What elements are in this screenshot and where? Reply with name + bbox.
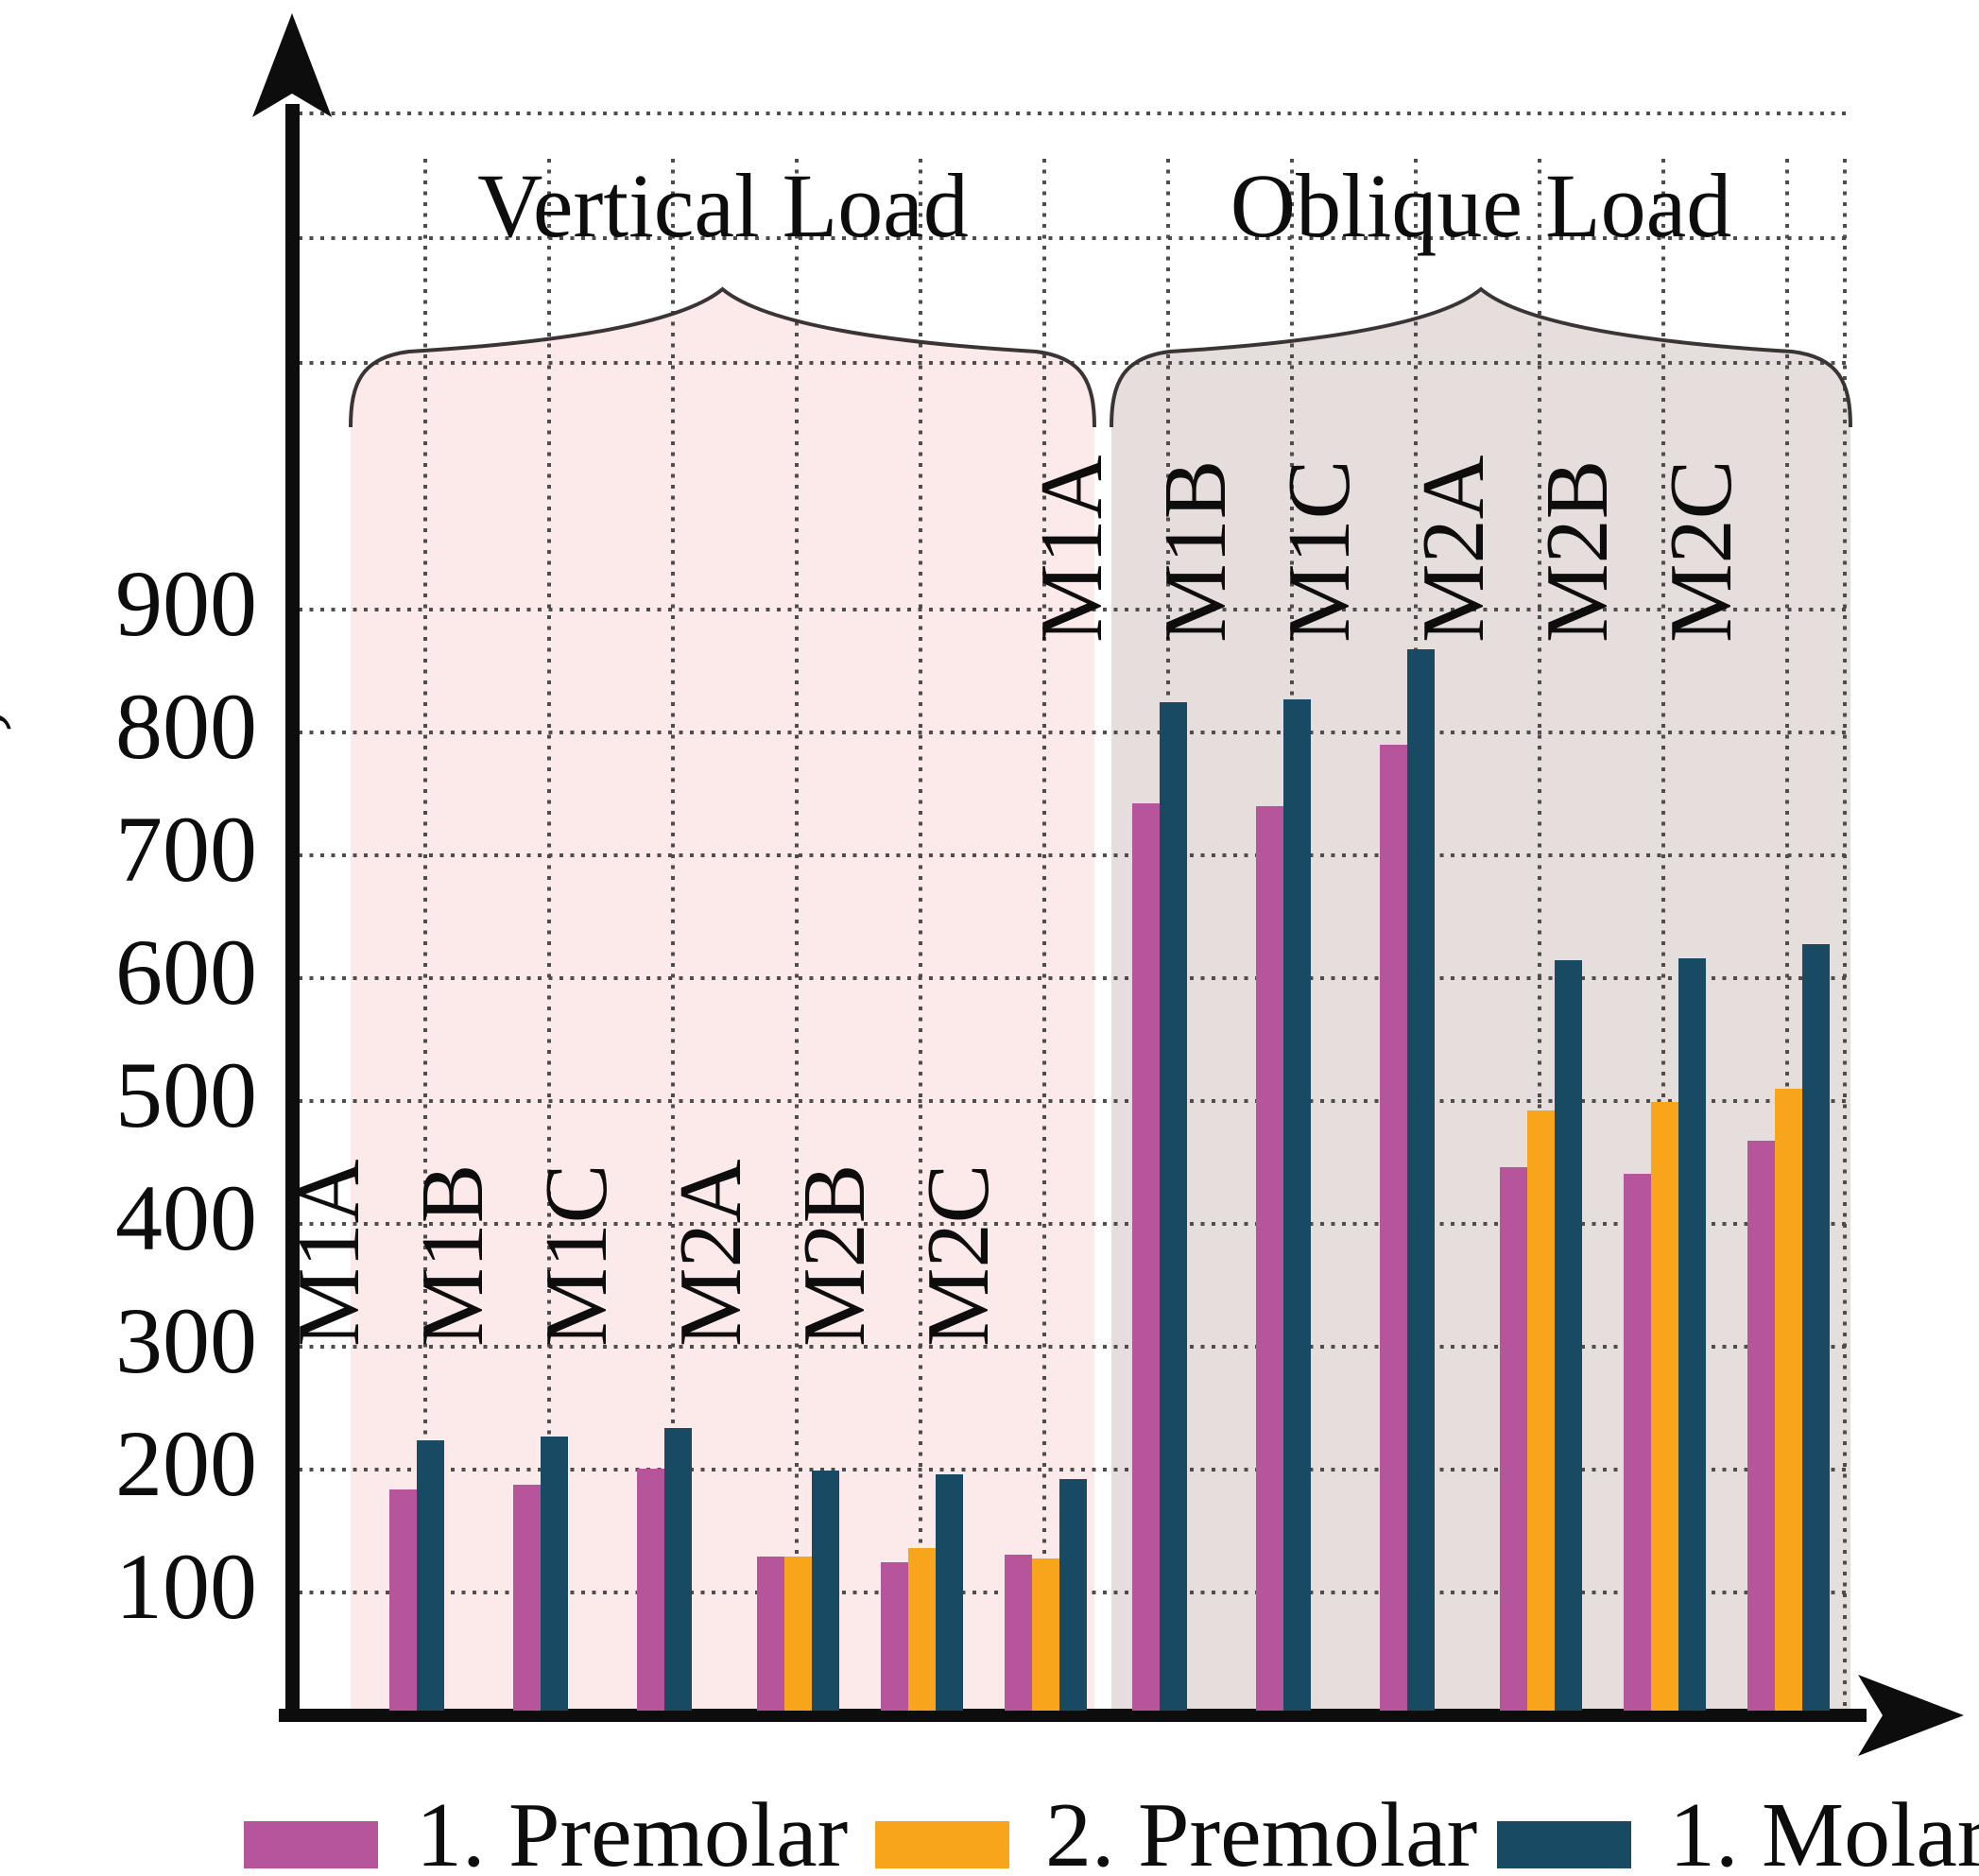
bar-1-premolar-m1c [637, 1468, 664, 1711]
bar-1-molar-m1b [541, 1436, 568, 1711]
legend-label-first-premolar: 1. Premolar [416, 1784, 849, 1876]
bar-1-molar-m1a [1160, 701, 1187, 1711]
bar-1-premolar-m1a [389, 1489, 417, 1711]
bar-2-premolar-m2b [1651, 1102, 1678, 1711]
section-label-oblique-load: Oblique Load [1230, 155, 1732, 256]
y-axis-arrow-icon [252, 13, 332, 117]
y-tick-label: 600 [115, 920, 257, 1024]
bar-1-premolar-m1b [1256, 806, 1283, 1711]
bar-1-molar-m1a [417, 1439, 444, 1711]
legend-swatch-second-premolar [875, 1821, 1009, 1868]
bar-1-premolar-m2c [1747, 1140, 1775, 1711]
bar-1-molar-m2a [1555, 959, 1582, 1711]
group-label-m2a: M2A [1403, 455, 1503, 643]
bar-1-premolar-m2a [1500, 1167, 1527, 1711]
bar-1-molar-m1c [1407, 648, 1435, 1711]
bar-2-premolar-m2b [908, 1548, 936, 1711]
group-label-m2c: M2C [908, 1163, 1007, 1347]
bar-1-premolar-m2b [881, 1561, 908, 1711]
section-label-vertical-load: Vertical Load [477, 155, 969, 256]
vertical-load-region [351, 289, 1094, 1711]
group-label-m1c: M1C [1270, 459, 1368, 643]
bar-1-molar-m1b [1283, 698, 1311, 1711]
y-tick-label: 900 [115, 551, 257, 656]
bar-1-premolar-m1c [1380, 745, 1407, 1711]
y-tick-label: 800 [115, 674, 257, 779]
group-label-m2b: M2B [1527, 459, 1626, 643]
group-label-m1b: M1B [1146, 459, 1245, 643]
bar-1-premolar-m1a [1132, 803, 1160, 1711]
bar-2-premolar-m2c [1775, 1089, 1802, 1711]
y-tick-label: 700 [115, 797, 257, 902]
group-label-m2a: M2A [661, 1159, 760, 1347]
group-label-m2b: M2B [784, 1163, 884, 1347]
bar-2-premolar-m2a [1527, 1110, 1555, 1711]
legend-swatch-first-premolar [244, 1821, 378, 1868]
y-tick-label: 100 [115, 1534, 257, 1639]
bar-1-molar-m2c [1059, 1479, 1087, 1711]
bar-1-premolar-m2a [757, 1557, 784, 1711]
bar-2-premolar-m2c [1032, 1558, 1059, 1711]
y-tick-label: 400 [115, 1165, 257, 1270]
bar-2-premolar-m2a [784, 1557, 812, 1711]
legend-swatch-first-molar [1497, 1821, 1631, 1868]
y-axis-line [285, 104, 300, 1722]
bar-1-molar-m2b [936, 1474, 963, 1711]
group-label-m1b: M1B [404, 1163, 502, 1347]
bar-1-premolar-m1b [513, 1484, 541, 1711]
vertical-brace [349, 286, 1096, 428]
y-tick-label: 200 [115, 1411, 257, 1516]
group-label-m2c: M2C [1651, 459, 1750, 643]
y-tick-label: 500 [115, 1042, 257, 1147]
y-tick-label: 300 [115, 1288, 257, 1393]
legend-label-second-premolar: 2. Premolar [1045, 1784, 1478, 1876]
bar-1-molar-m2c [1802, 943, 1830, 1711]
bar-1-molar-m2a [812, 1471, 839, 1711]
bar-1-premolar-m2c [1005, 1554, 1032, 1711]
bar-1-premolar-m2b [1624, 1173, 1651, 1711]
oblique-brace [1110, 286, 1852, 428]
y-axis-title: Von Mises Stress, MPa [0, 502, 18, 1395]
group-label-m1a: M1A [1023, 455, 1121, 643]
bar-1-molar-m2b [1678, 958, 1706, 1711]
group-label-m1c: M1C [527, 1163, 626, 1347]
bar-1-molar-m1c [664, 1427, 692, 1711]
x-axis-line [279, 1709, 1867, 1722]
legend-label-first-molar: 1. Molar [1669, 1784, 1979, 1876]
x-axis-arrow-icon [1858, 1675, 1964, 1756]
group-label-m1a: M1A [280, 1159, 378, 1347]
